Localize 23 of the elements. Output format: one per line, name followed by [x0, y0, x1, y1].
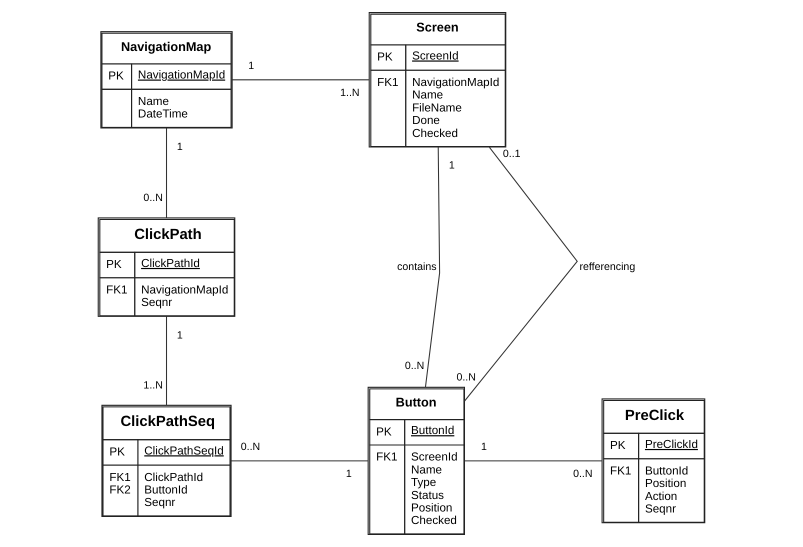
label: 0..N — [404, 360, 424, 372]
label: 0..N — [456, 371, 476, 384]
label: 0..1 — [502, 148, 521, 160]
label: 1..N — [143, 380, 163, 392]
edge-label: contains — [397, 260, 437, 273]
connector — [464, 460, 602, 462]
label: 1 — [176, 329, 183, 342]
label: 0..N — [240, 441, 260, 454]
edge-label: refferencing — [580, 260, 636, 273]
connector — [166, 128, 168, 218]
label: 1 — [481, 441, 487, 454]
label: 1 — [448, 160, 455, 172]
connector — [232, 79, 369, 80]
label: 1 — [248, 60, 254, 72]
connector — [231, 460, 368, 462]
label: 1..N — [340, 86, 360, 99]
connector — [464, 147, 578, 402]
label: 1 — [176, 140, 183, 153]
connector — [424, 147, 440, 388]
connector — [166, 316, 168, 406]
label: 0..N — [143, 192, 163, 204]
label: 1 — [346, 468, 352, 480]
label: 0..N — [573, 468, 593, 480]
